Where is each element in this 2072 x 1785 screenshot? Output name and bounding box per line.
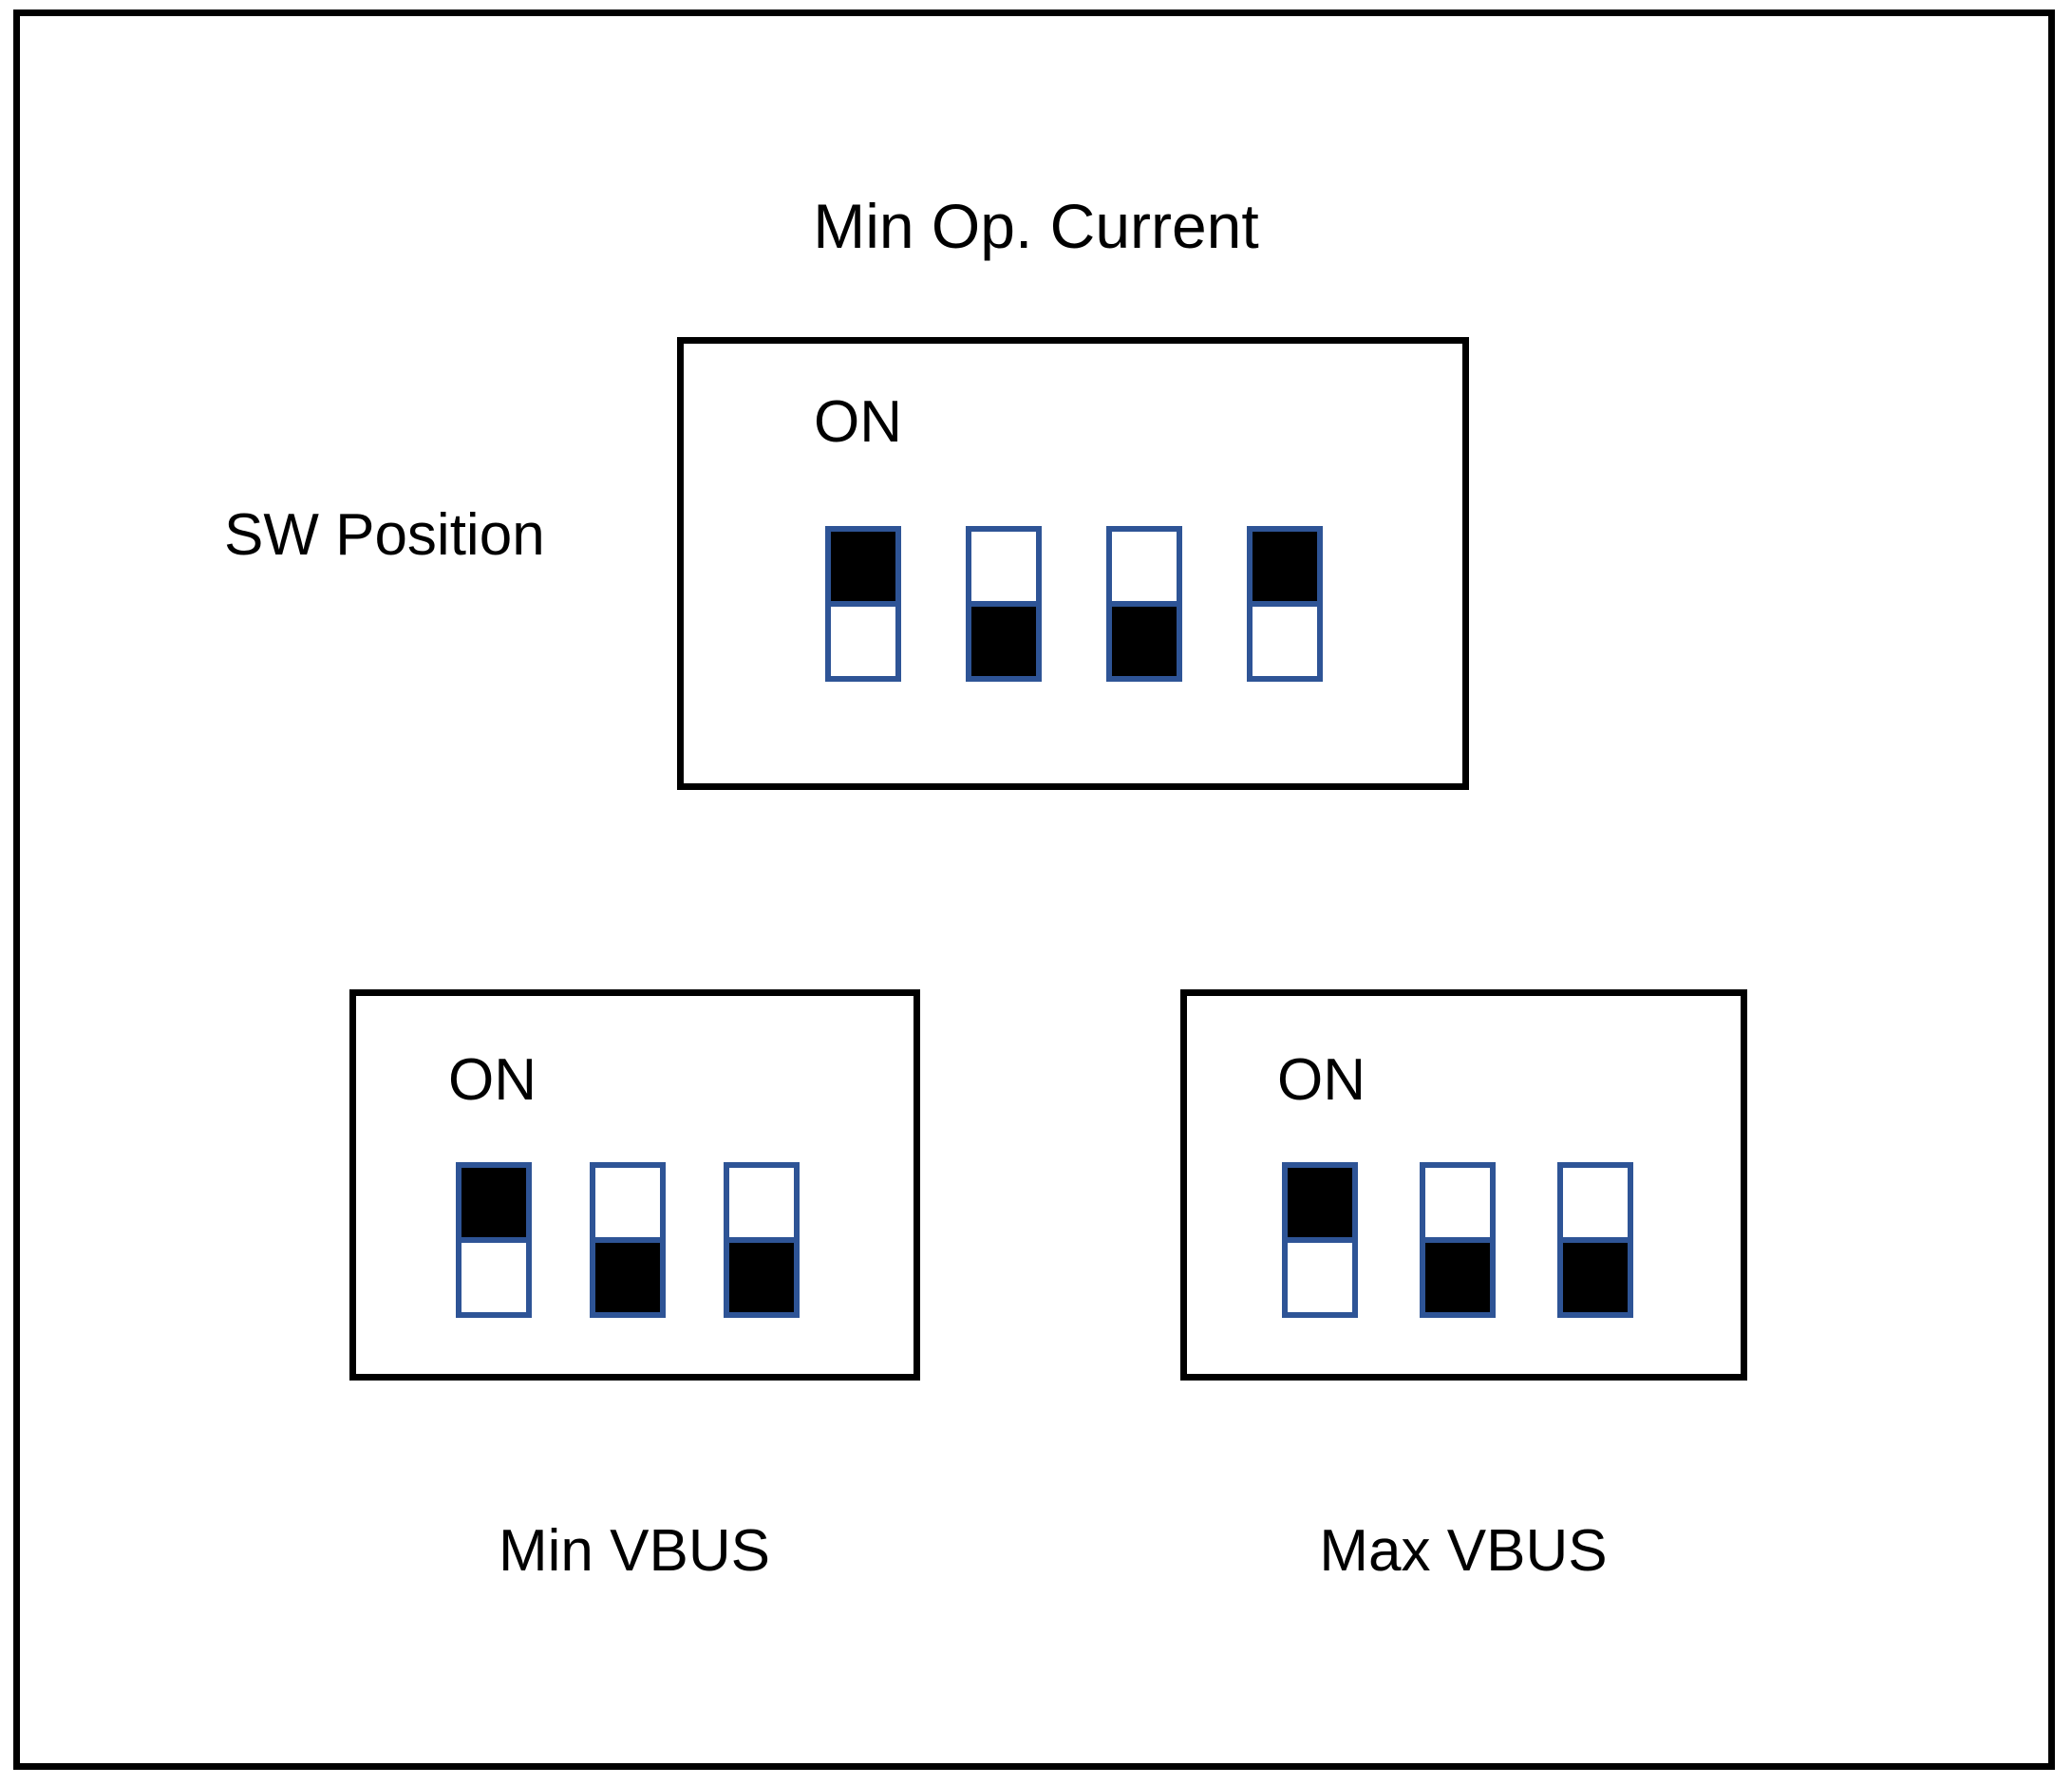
dip-switch-1-bottom-half[interactable] <box>825 604 901 682</box>
sw-position-label: SW Position <box>224 502 545 568</box>
dip-switch-1-bottom-half[interactable] <box>456 1240 532 1318</box>
dip-switch-2[interactable] <box>590 1162 666 1318</box>
dip-switch-2-top-half[interactable] <box>966 526 1042 604</box>
max-vbus-caption: Max VBUS <box>1319 1518 1608 1584</box>
dip-switch-1-bottom-half[interactable] <box>1282 1240 1358 1318</box>
dip-switch-1[interactable] <box>456 1162 532 1318</box>
dip-switch-2[interactable] <box>1420 1162 1496 1318</box>
dip-switch-1-top-half[interactable] <box>1282 1162 1358 1240</box>
switch-block-min-op-current: ON <box>677 337 1469 790</box>
dip-switch-3[interactable] <box>724 1162 800 1318</box>
dip-switch-3-top-half[interactable] <box>1557 1162 1633 1240</box>
dip-switch-3-top-half[interactable] <box>1106 526 1182 604</box>
on-label: ON <box>814 389 902 455</box>
dip-switch-2[interactable] <box>966 526 1042 682</box>
dip-switch-3[interactable] <box>1106 526 1182 682</box>
dip-switch-3-top-half[interactable] <box>724 1162 800 1240</box>
dip-switch-3-bottom-half[interactable] <box>1557 1240 1633 1318</box>
dip-switch-2-bottom-half[interactable] <box>590 1240 666 1318</box>
dip-switch-4-bottom-half[interactable] <box>1247 604 1323 682</box>
dip-switch-4[interactable] <box>1247 526 1323 682</box>
dip-switch-2-top-half[interactable] <box>1420 1162 1496 1240</box>
dip-switch-2-bottom-half[interactable] <box>966 604 1042 682</box>
dip-switch-row <box>825 526 1323 682</box>
on-label: ON <box>448 1047 537 1113</box>
switch-block-min-vbus: ON <box>349 989 920 1381</box>
dip-switch-row <box>1282 1162 1633 1318</box>
dip-switch-row <box>456 1162 800 1318</box>
dip-switch-1-top-half[interactable] <box>456 1162 532 1240</box>
dip-switch-1[interactable] <box>1282 1162 1358 1318</box>
dip-switch-2-bottom-half[interactable] <box>1420 1240 1496 1318</box>
switch-block-max-vbus: ON <box>1180 989 1747 1381</box>
dip-switch-3[interactable] <box>1557 1162 1633 1318</box>
dip-switch-1[interactable] <box>825 526 901 682</box>
dip-switch-4-top-half[interactable] <box>1247 526 1323 604</box>
min-vbus-caption: Min VBUS <box>499 1518 770 1584</box>
dip-switch-3-bottom-half[interactable] <box>1106 604 1182 682</box>
outer-frame <box>13 9 2055 1770</box>
dip-switch-1-top-half[interactable] <box>825 526 901 604</box>
dip-switch-3-bottom-half[interactable] <box>724 1240 800 1318</box>
on-label: ON <box>1277 1047 1366 1113</box>
dip-switch-2-top-half[interactable] <box>590 1162 666 1240</box>
min-op-current-title: Min Op. Current <box>813 191 1259 261</box>
